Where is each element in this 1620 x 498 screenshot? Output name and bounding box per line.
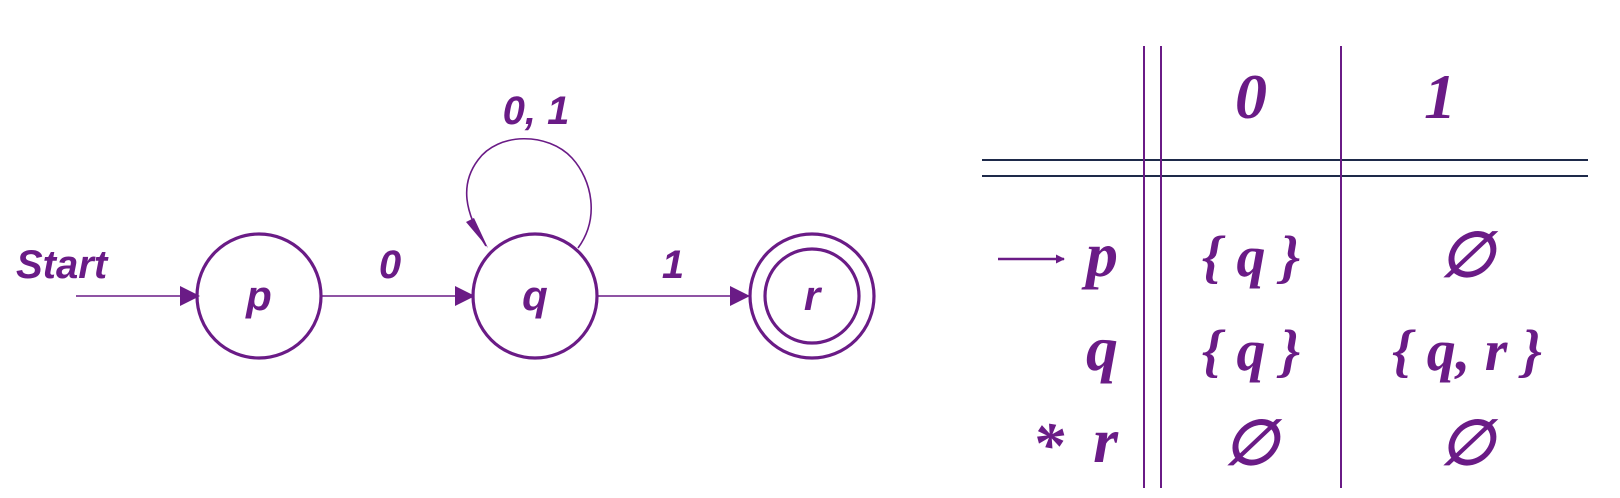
- state-q-label: q: [522, 272, 548, 319]
- state-r-label: r: [804, 272, 823, 319]
- state-p-label: p: [245, 272, 272, 319]
- table-cell: ∅: [1440, 410, 1499, 478]
- transition-p-q-label: 0: [379, 243, 401, 287]
- table-cell: { q }: [1202, 318, 1300, 383]
- table-column-header-1: 1: [1424, 61, 1456, 132]
- table-row: p { q } ∅: [998, 219, 1499, 290]
- table-cell: { q }: [1202, 224, 1300, 289]
- table-row-state: q: [1086, 313, 1118, 384]
- table-cell: ∅: [1440, 222, 1499, 290]
- table-column-header-0: 0: [1235, 61, 1267, 132]
- table-cell: { q, r }: [1392, 318, 1542, 383]
- table-row: q { q } { q, r }: [1086, 313, 1542, 384]
- table-cell: ∅: [1224, 410, 1283, 478]
- table-row-state: p: [1081, 219, 1118, 290]
- transition-q-q-label: 0, 1: [503, 89, 570, 133]
- state-p: p: [195, 232, 323, 360]
- state-r: r: [748, 232, 876, 360]
- table-row-state: r: [1093, 405, 1119, 476]
- transition-q-r-label: 1: [662, 243, 684, 287]
- self-loop-arrowhead: [466, 218, 488, 248]
- accepting-ring: [763, 247, 861, 345]
- table-row: * r ∅ ∅: [1032, 405, 1499, 480]
- transition-q-q: [465, 138, 592, 249]
- state-q: q: [471, 232, 599, 360]
- state-diagram: Start p 0 q 0, 1 1 r: [16, 89, 876, 360]
- transition-table: 0 1 p { q } ∅ q { q } { q, r } * r ∅ ∅: [982, 46, 1588, 488]
- accepting-marker: *: [1032, 409, 1065, 480]
- start-label: Start: [16, 243, 109, 287]
